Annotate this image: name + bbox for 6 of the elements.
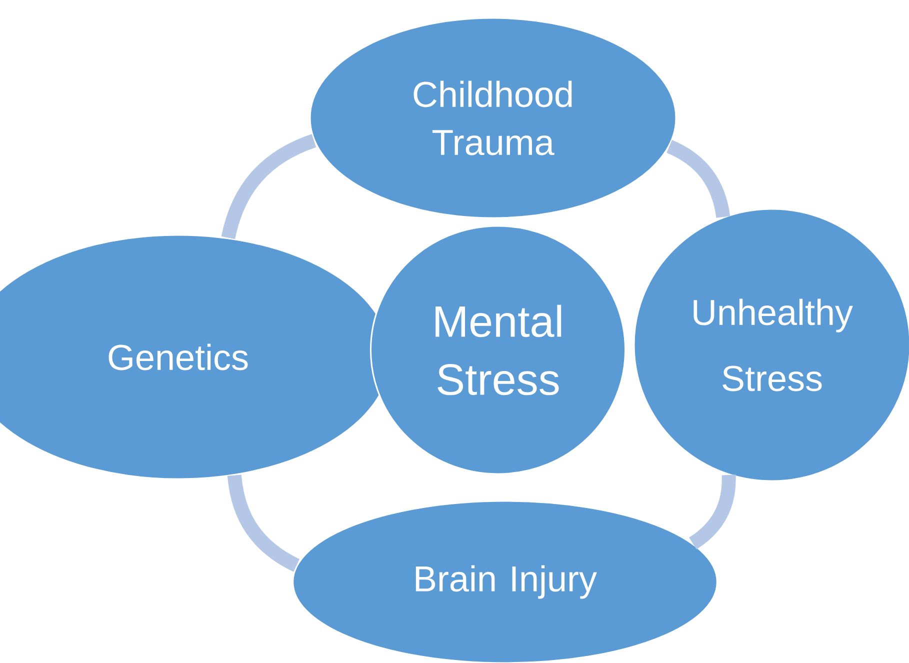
ring-connector: [666, 140, 730, 218]
ellipse-node: Unhealthy Stress: [633, 208, 909, 482]
ellipse-node: Childhood Trauma: [309, 17, 677, 219]
ellipse-node: Brain Injury: [292, 500, 718, 663]
ring-connector: [221, 134, 316, 240]
ring-connector: [227, 474, 300, 572]
